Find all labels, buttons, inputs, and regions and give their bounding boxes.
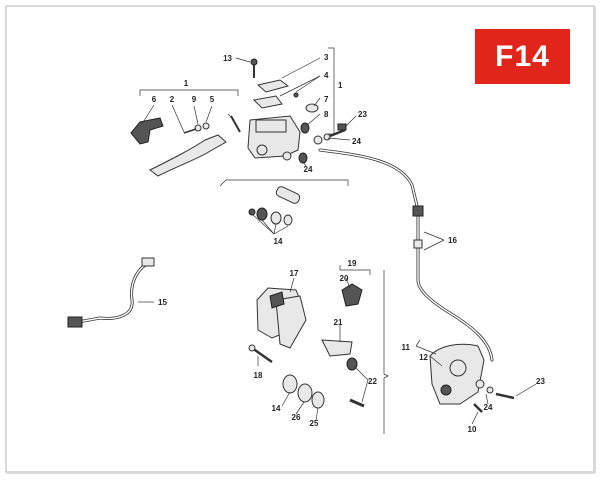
- callout-labels: 1 1 2 3 4 5 6 7 8 9 10 11 12 13 14 14 15…: [152, 53, 546, 434]
- callout-1-left: 1: [184, 79, 189, 88]
- pistons: [282, 374, 325, 409]
- seal-kit-bracket: [219, 179, 349, 187]
- callout-7: 7: [324, 95, 329, 104]
- callout-1-right: 1: [338, 81, 343, 90]
- callout-16: 16: [448, 236, 457, 245]
- callout-14-upper: 14: [274, 237, 283, 246]
- callout-24-top: 24: [352, 137, 361, 146]
- pad-pins: [248, 344, 273, 364]
- callout-24-bottom: 24: [484, 403, 493, 412]
- caliper-small-parts: [321, 283, 365, 408]
- callout-19: 19: [348, 259, 357, 268]
- callout-13: 13: [223, 54, 232, 63]
- leader-lines: [138, 57, 537, 425]
- callout-8: 8: [324, 110, 329, 119]
- callout-26: 26: [292, 413, 301, 422]
- callout-11: 11: [402, 343, 411, 352]
- callout-22: 22: [368, 377, 377, 386]
- callout-3: 3: [324, 53, 329, 62]
- callout-15: 15: [158, 298, 167, 307]
- callout-17: 17: [290, 269, 299, 278]
- reservoir-cap-part: [256, 79, 290, 93]
- brake-pads: [256, 287, 307, 349]
- callout-4: 4: [324, 71, 329, 80]
- caliper-bracket-line: [383, 270, 389, 434]
- section-badge: F14: [475, 29, 570, 84]
- callout-2: 2: [170, 95, 175, 104]
- callout-23-top: 23: [358, 110, 367, 119]
- brake-hose: [318, 148, 494, 362]
- brake-lever-part: [149, 134, 227, 177]
- callout-9: 9: [192, 95, 197, 104]
- callout-6: 6: [152, 95, 157, 104]
- callout-10: 10: [468, 425, 477, 434]
- brake-caliper: [429, 343, 515, 413]
- callout-12: 12: [419, 353, 428, 362]
- callout-25: 25: [310, 419, 319, 428]
- callout-24-middle: 24: [304, 165, 313, 174]
- callout-21: 21: [334, 318, 343, 327]
- callout-20: 20: [340, 274, 349, 283]
- callout-14-lower: 14: [272, 404, 281, 413]
- callout-23-bottom: 23: [536, 377, 545, 386]
- callout-18: 18: [254, 371, 263, 380]
- sensor-cable: [67, 257, 155, 328]
- callout-5: 5: [210, 95, 215, 104]
- master-cylinder-assembly: [130, 47, 347, 177]
